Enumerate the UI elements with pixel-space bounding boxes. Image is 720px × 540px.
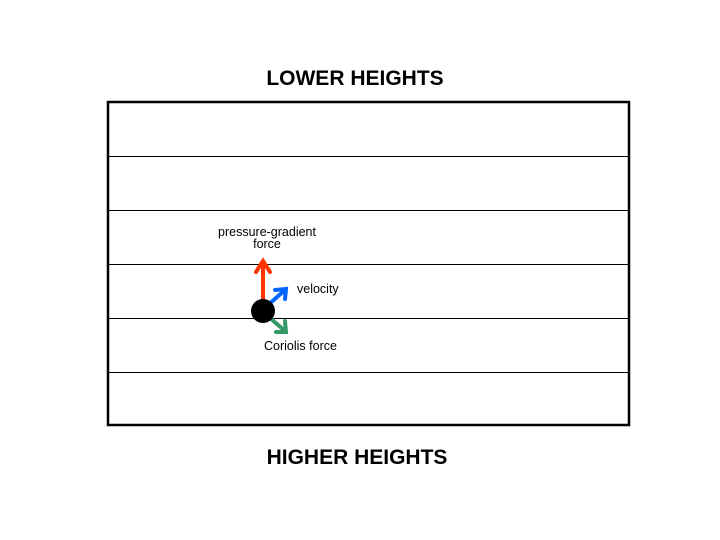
- top-label: LOWER HEIGHTS: [266, 67, 443, 90]
- coriolis-arrow: [268, 316, 289, 334]
- height-field-box: [106, 100, 631, 427]
- air-parcel: [251, 299, 275, 323]
- velocity-label: velocity: [297, 282, 339, 296]
- pressure-gradient-label-1: pressure-gradient: [218, 225, 316, 239]
- coriolis-label: Coriolis force: [264, 339, 337, 353]
- height-contours: [108, 156, 629, 373]
- bottom-label: HIGHER HEIGHTS: [267, 446, 448, 469]
- pressure-gradient-arrow: [254, 257, 272, 304]
- pressure-gradient-label-2: force: [253, 237, 281, 251]
